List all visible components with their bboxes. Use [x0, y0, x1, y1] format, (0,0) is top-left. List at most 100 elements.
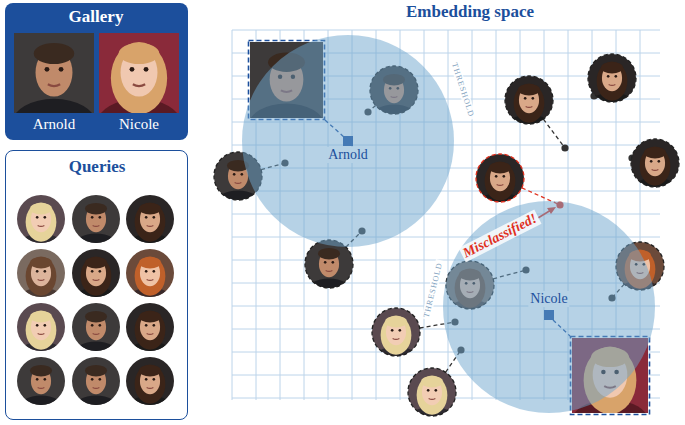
mouth	[147, 333, 154, 335]
photo-background	[17, 195, 65, 243]
person-name: Arnold	[33, 116, 76, 133]
panel-title: Gallery	[69, 7, 124, 27]
eye	[495, 175, 498, 178]
threshold-region	[242, 35, 454, 247]
eye	[44, 378, 47, 381]
eye	[36, 324, 39, 327]
photo-background	[126, 357, 174, 405]
mouth	[133, 84, 145, 86]
hair	[135, 256, 166, 295]
face-outline	[505, 76, 553, 124]
photo-background	[126, 303, 174, 351]
queries-panel: Queries	[5, 150, 188, 420]
photo-background	[408, 368, 456, 416]
eye	[44, 324, 47, 327]
eye	[36, 216, 39, 219]
eye	[145, 324, 148, 327]
threshold-circle: THRESHOLDArnold	[241, 34, 455, 248]
hair	[30, 203, 52, 215]
photo-background	[17, 303, 65, 351]
face-outline	[588, 54, 636, 102]
mouth	[652, 169, 659, 171]
mouth	[326, 270, 333, 272]
mouth	[38, 333, 45, 335]
mouth	[526, 106, 533, 108]
eye	[99, 216, 102, 219]
gallery-tile: Nicole	[99, 33, 179, 137]
hair	[514, 83, 545, 122]
face-photo	[372, 308, 420, 373]
mouth	[235, 182, 242, 184]
mouth	[38, 279, 45, 281]
mouth	[429, 398, 436, 400]
face-photo	[305, 240, 353, 305]
person-name: Nicole	[119, 116, 159, 133]
hair	[119, 43, 159, 64]
threshold-label: THRESHOLD	[449, 60, 476, 120]
eye	[153, 324, 156, 327]
mouth	[93, 333, 100, 335]
grid-line	[448, 30, 449, 400]
eye	[91, 270, 94, 273]
eye	[391, 329, 394, 332]
hair	[139, 311, 161, 323]
eye	[59, 67, 64, 72]
hair	[26, 256, 57, 295]
hair	[597, 61, 628, 100]
eye	[607, 75, 610, 78]
eye	[427, 389, 430, 392]
photo-background	[372, 308, 420, 356]
threshold-circle: THRESHOLDNicole	[442, 200, 656, 414]
mouth	[147, 387, 154, 389]
queries-faces	[6, 191, 186, 421]
hair	[26, 202, 57, 241]
threshold-circle-shape	[241, 34, 455, 248]
eye	[36, 378, 39, 381]
hair	[485, 161, 516, 200]
embedding-point	[561, 144, 568, 151]
mouth	[93, 387, 100, 389]
hair	[421, 376, 443, 388]
eye	[99, 270, 102, 273]
photo-background	[588, 54, 636, 102]
hair	[111, 42, 167, 113]
eye	[145, 216, 148, 219]
eye	[153, 270, 156, 273]
gallery-photo	[99, 33, 179, 113]
hair	[34, 43, 74, 64]
face-photo	[505, 76, 553, 141]
mouth	[609, 84, 616, 86]
hair	[30, 311, 52, 323]
hair	[644, 147, 666, 159]
eye	[91, 324, 94, 327]
hair	[489, 162, 511, 174]
mouth	[393, 338, 400, 340]
hair	[85, 365, 107, 377]
hair	[640, 146, 671, 185]
photo-background	[126, 195, 174, 243]
gallery-photo-svg	[14, 33, 94, 113]
hair	[139, 257, 161, 269]
hair	[139, 203, 161, 215]
hair	[518, 84, 540, 96]
mouth	[93, 279, 100, 281]
eye	[658, 160, 661, 163]
eye	[99, 324, 102, 327]
face-photo	[72, 357, 120, 421]
eye	[532, 97, 535, 100]
photo-background	[72, 249, 120, 297]
threshold-region	[443, 201, 655, 413]
face-outline	[408, 368, 456, 416]
face-outline	[476, 154, 524, 202]
class-label: Nicole	[528, 291, 569, 307]
eye	[45, 67, 50, 72]
shoulders	[18, 395, 64, 421]
eye	[153, 378, 156, 381]
hair	[26, 310, 57, 349]
face-outline	[631, 139, 679, 187]
eye	[324, 261, 327, 264]
eye	[615, 75, 618, 78]
eye	[524, 97, 527, 100]
gallery-photo-svg	[99, 33, 179, 113]
photo-background	[126, 249, 174, 297]
